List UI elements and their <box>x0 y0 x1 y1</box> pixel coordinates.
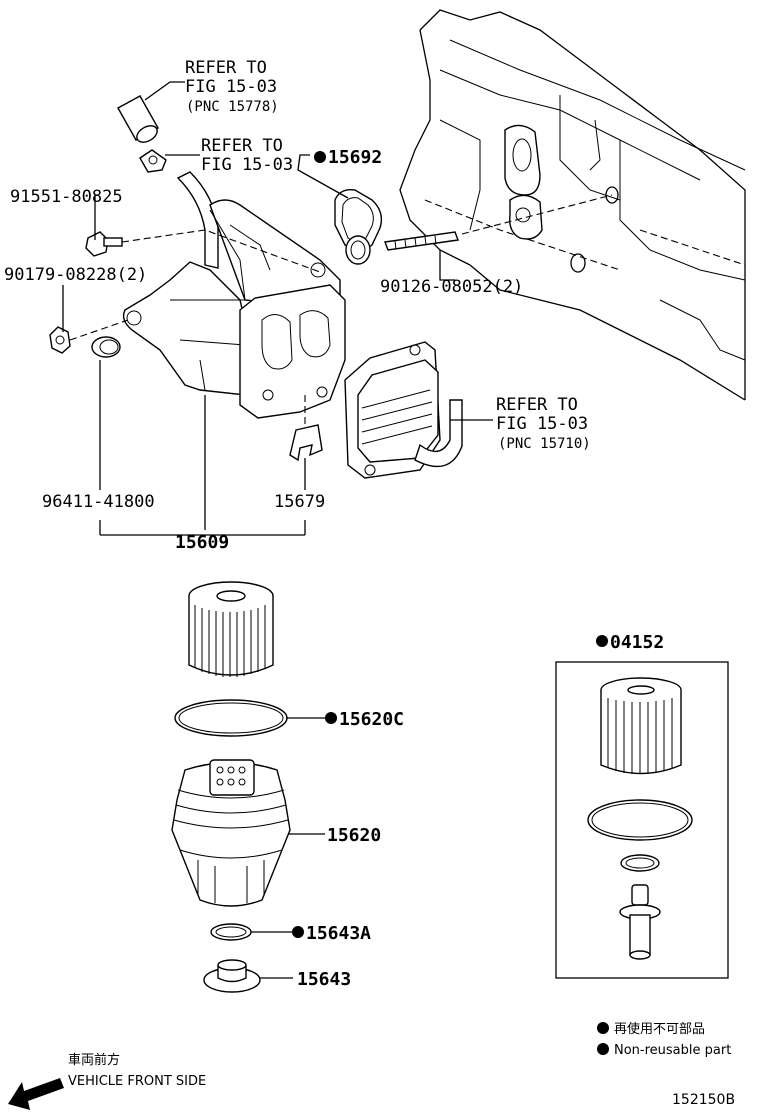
leader-lines <box>62 81 493 979</box>
part-number-90179: 90179-08228(2) <box>4 265 147 285</box>
part-number-15692: 15692 <box>328 147 382 168</box>
ref-fitting-line1: REFER TO <box>201 136 283 156</box>
oring-15620C-illustration <box>174 699 288 737</box>
legend-marker-jp <box>597 1022 609 1034</box>
gasket-15692-illustration <box>334 189 383 265</box>
kit-box-frame <box>555 661 729 979</box>
direction-en: VEHICLE FRONT SIDE <box>68 1074 206 1089</box>
hose-illustration <box>117 95 159 143</box>
part-number-04152: 04152 <box>610 632 664 653</box>
stud-assembly-line <box>461 194 613 235</box>
kit-drain-tool-illustration <box>619 884 661 960</box>
bolt-91551-illustration <box>85 231 123 257</box>
non-reusable-marker-15620C <box>325 712 337 724</box>
filter-cap-15620-illustration <box>171 759 291 907</box>
bolt-assembly-line <box>121 229 321 273</box>
part-number-15643A: 15643A <box>306 923 371 944</box>
direction-jp: 車両前方 <box>68 1052 120 1068</box>
drain-plug-15643-illustration <box>203 959 261 993</box>
part-number-15609: 15609 <box>175 532 229 553</box>
non-reusable-marker-15643A <box>292 926 304 938</box>
kit-filter-element-illustration <box>600 677 682 775</box>
ref-hose-line2: FIG 15-03 <box>185 77 277 97</box>
part-number-15620C: 15620C <box>339 709 404 730</box>
part-number-90126: 90126-08052(2) <box>380 277 523 297</box>
ref-hose-line1: REFER TO <box>185 58 267 78</box>
nut-90179-illustration <box>49 326 71 354</box>
oil-cooler-illustration <box>344 341 463 479</box>
ref-cooler-line1: REFER TO <box>496 395 578 415</box>
oring-15643A-illustration <box>210 923 252 941</box>
ref-cooler-line2: FIG 15-03 <box>496 414 588 434</box>
ring-96411-illustration <box>91 336 121 358</box>
part-number-15620: 15620 <box>327 825 381 846</box>
non-reusable-marker-15692 <box>314 151 326 163</box>
non-reusable-marker-04152 <box>596 635 608 647</box>
oil-filter-element-illustration <box>188 581 274 677</box>
filter-bracket-illustration <box>122 171 346 419</box>
fitting-illustration <box>139 149 167 173</box>
kit-oring-small-illustration <box>620 854 660 872</box>
front-arrow-icon <box>8 1078 64 1110</box>
ref-hose-pnc: (PNC 15778) <box>186 99 279 115</box>
part-number-96411: 96411-41800 <box>42 492 155 512</box>
part-number-15643: 15643 <box>297 969 351 990</box>
part-number-15679: 15679 <box>274 492 325 512</box>
legend-en: Non-reusable part <box>614 1043 731 1058</box>
ref-cooler-pnc: (PNC 15710) <box>498 436 591 452</box>
clip-15679-illustration <box>289 424 323 462</box>
part-number-91551: 91551-80825 <box>10 187 123 207</box>
nut-assembly-line <box>69 319 129 341</box>
legend-marker-en <box>597 1043 609 1055</box>
legend-jp: 再使用不可部品 <box>614 1021 705 1037</box>
ref-fitting-line2: FIG 15-03 <box>201 155 293 175</box>
figure-code: 152150B <box>672 1092 735 1108</box>
stud-90126-illustration <box>384 231 459 251</box>
kit-oring-large-illustration <box>587 799 693 841</box>
